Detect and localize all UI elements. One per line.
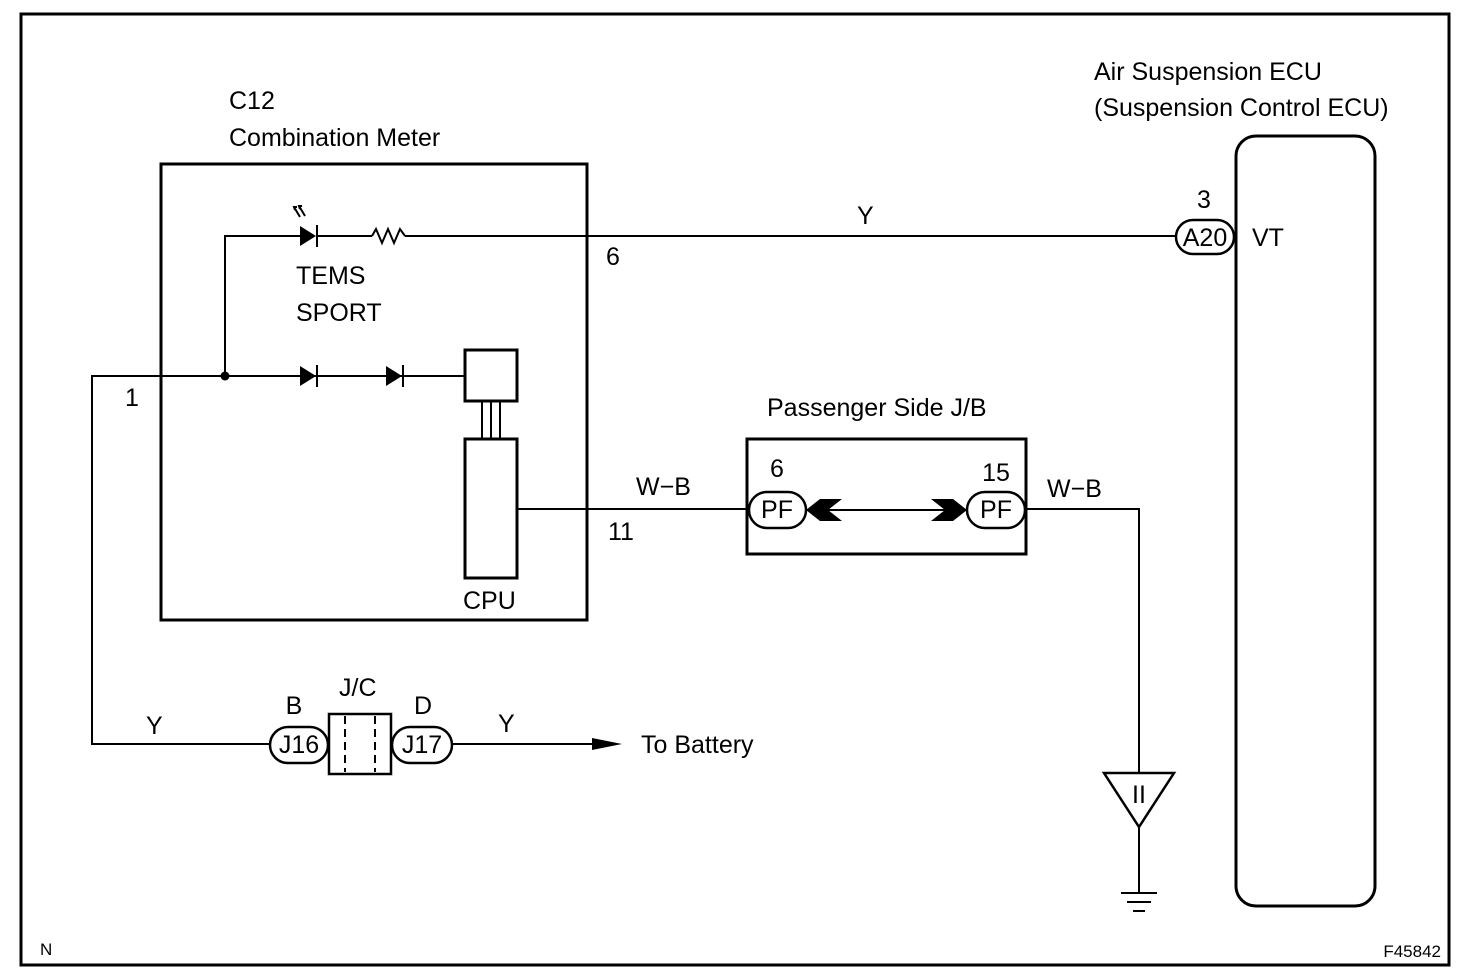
- ecu-name-line2: (Suspension Control ECU): [1094, 94, 1389, 122]
- indicator-led-icon: [292, 205, 318, 247]
- power-wire: [91, 375, 270, 745]
- jc-side-b: B: [286, 692, 303, 720]
- ground-point-triangle-icon: [1101, 771, 1177, 830]
- jc-body: [327, 712, 393, 776]
- jc-side-d: D: [414, 692, 432, 720]
- junction-block-name: Passenger Side J/B: [767, 394, 987, 422]
- figure-code: F45842: [1383, 942, 1441, 961]
- jb-pin-right-label: 15: [982, 459, 1010, 487]
- junction-block-box: [745, 437, 1028, 556]
- cpu-block: [463, 437, 519, 580]
- corner-label-n: N: [40, 940, 52, 959]
- ecu-pin-label: 3: [1197, 186, 1211, 214]
- diode-icon: [386, 365, 404, 387]
- connector-arrow-right-icon: [931, 499, 967, 521]
- meter-name: Combination Meter: [229, 124, 440, 152]
- battery-arrow-icon: [592, 738, 622, 750]
- resistor-icon: [371, 226, 406, 246]
- indicator-label-sport: SPORT: [296, 299, 382, 327]
- ground-symbol-icon: [1121, 892, 1157, 912]
- connector-arrow-left-icon: [806, 499, 842, 521]
- ground-wire: [1025, 508, 1140, 773]
- passenger-side-junction-block: Passenger Side J/B 6 15 PF PF: [745, 394, 1028, 556]
- diagram-frame: [19, 12, 1451, 967]
- pin-1-label: 1: [125, 384, 139, 412]
- jc-name: J/C: [339, 674, 377, 702]
- ecu-terminal-vt: VT: [1252, 224, 1284, 252]
- pin-11-label: 11: [608, 518, 634, 546]
- diode-icon: [300, 365, 318, 387]
- ecu-name-line1: Air Suspension ECU: [1094, 58, 1322, 86]
- combination-meter: C12 Combination Meter TEMS SPORT: [159, 87, 589, 622]
- connector-pf-right-label: PF: [980, 496, 1012, 524]
- indicator-label-tems: TEMS: [296, 262, 365, 290]
- wire-color-ground-out: W−B: [1047, 475, 1102, 503]
- ground-point: II: [1101, 771, 1177, 912]
- ground-point-label: II: [1132, 781, 1146, 809]
- connector-a20-label: A20: [1183, 224, 1227, 252]
- ic-block: [463, 348, 519, 403]
- ecu-box: [1234, 134, 1377, 908]
- indicator-branch-wire: [224, 235, 300, 376]
- to-battery-label: To Battery: [641, 731, 754, 759]
- meter-code: C12: [229, 87, 275, 115]
- connector-j17-label: J17: [402, 731, 442, 759]
- cpu-label: CPU: [463, 587, 516, 615]
- wire-color-power-left: Y: [146, 712, 163, 740]
- connector-j16-label: J16: [279, 731, 319, 759]
- air-suspension-ecu: Air Suspension ECU (Suspension Control E…: [1094, 58, 1389, 908]
- pin-6-label: 6: [606, 243, 620, 271]
- combination-meter-box: [159, 162, 589, 622]
- wire-color-ground-in: W−B: [636, 473, 691, 501]
- junction-connector: J/C B D J16 J17: [268, 674, 454, 776]
- connector-a20: [1174, 218, 1236, 256]
- connector-pf-left-label: PF: [761, 496, 793, 524]
- wire-color-indicator: Y: [857, 202, 874, 230]
- wire-color-power-right: Y: [498, 710, 515, 738]
- jb-pin-left-label: 6: [770, 455, 784, 483]
